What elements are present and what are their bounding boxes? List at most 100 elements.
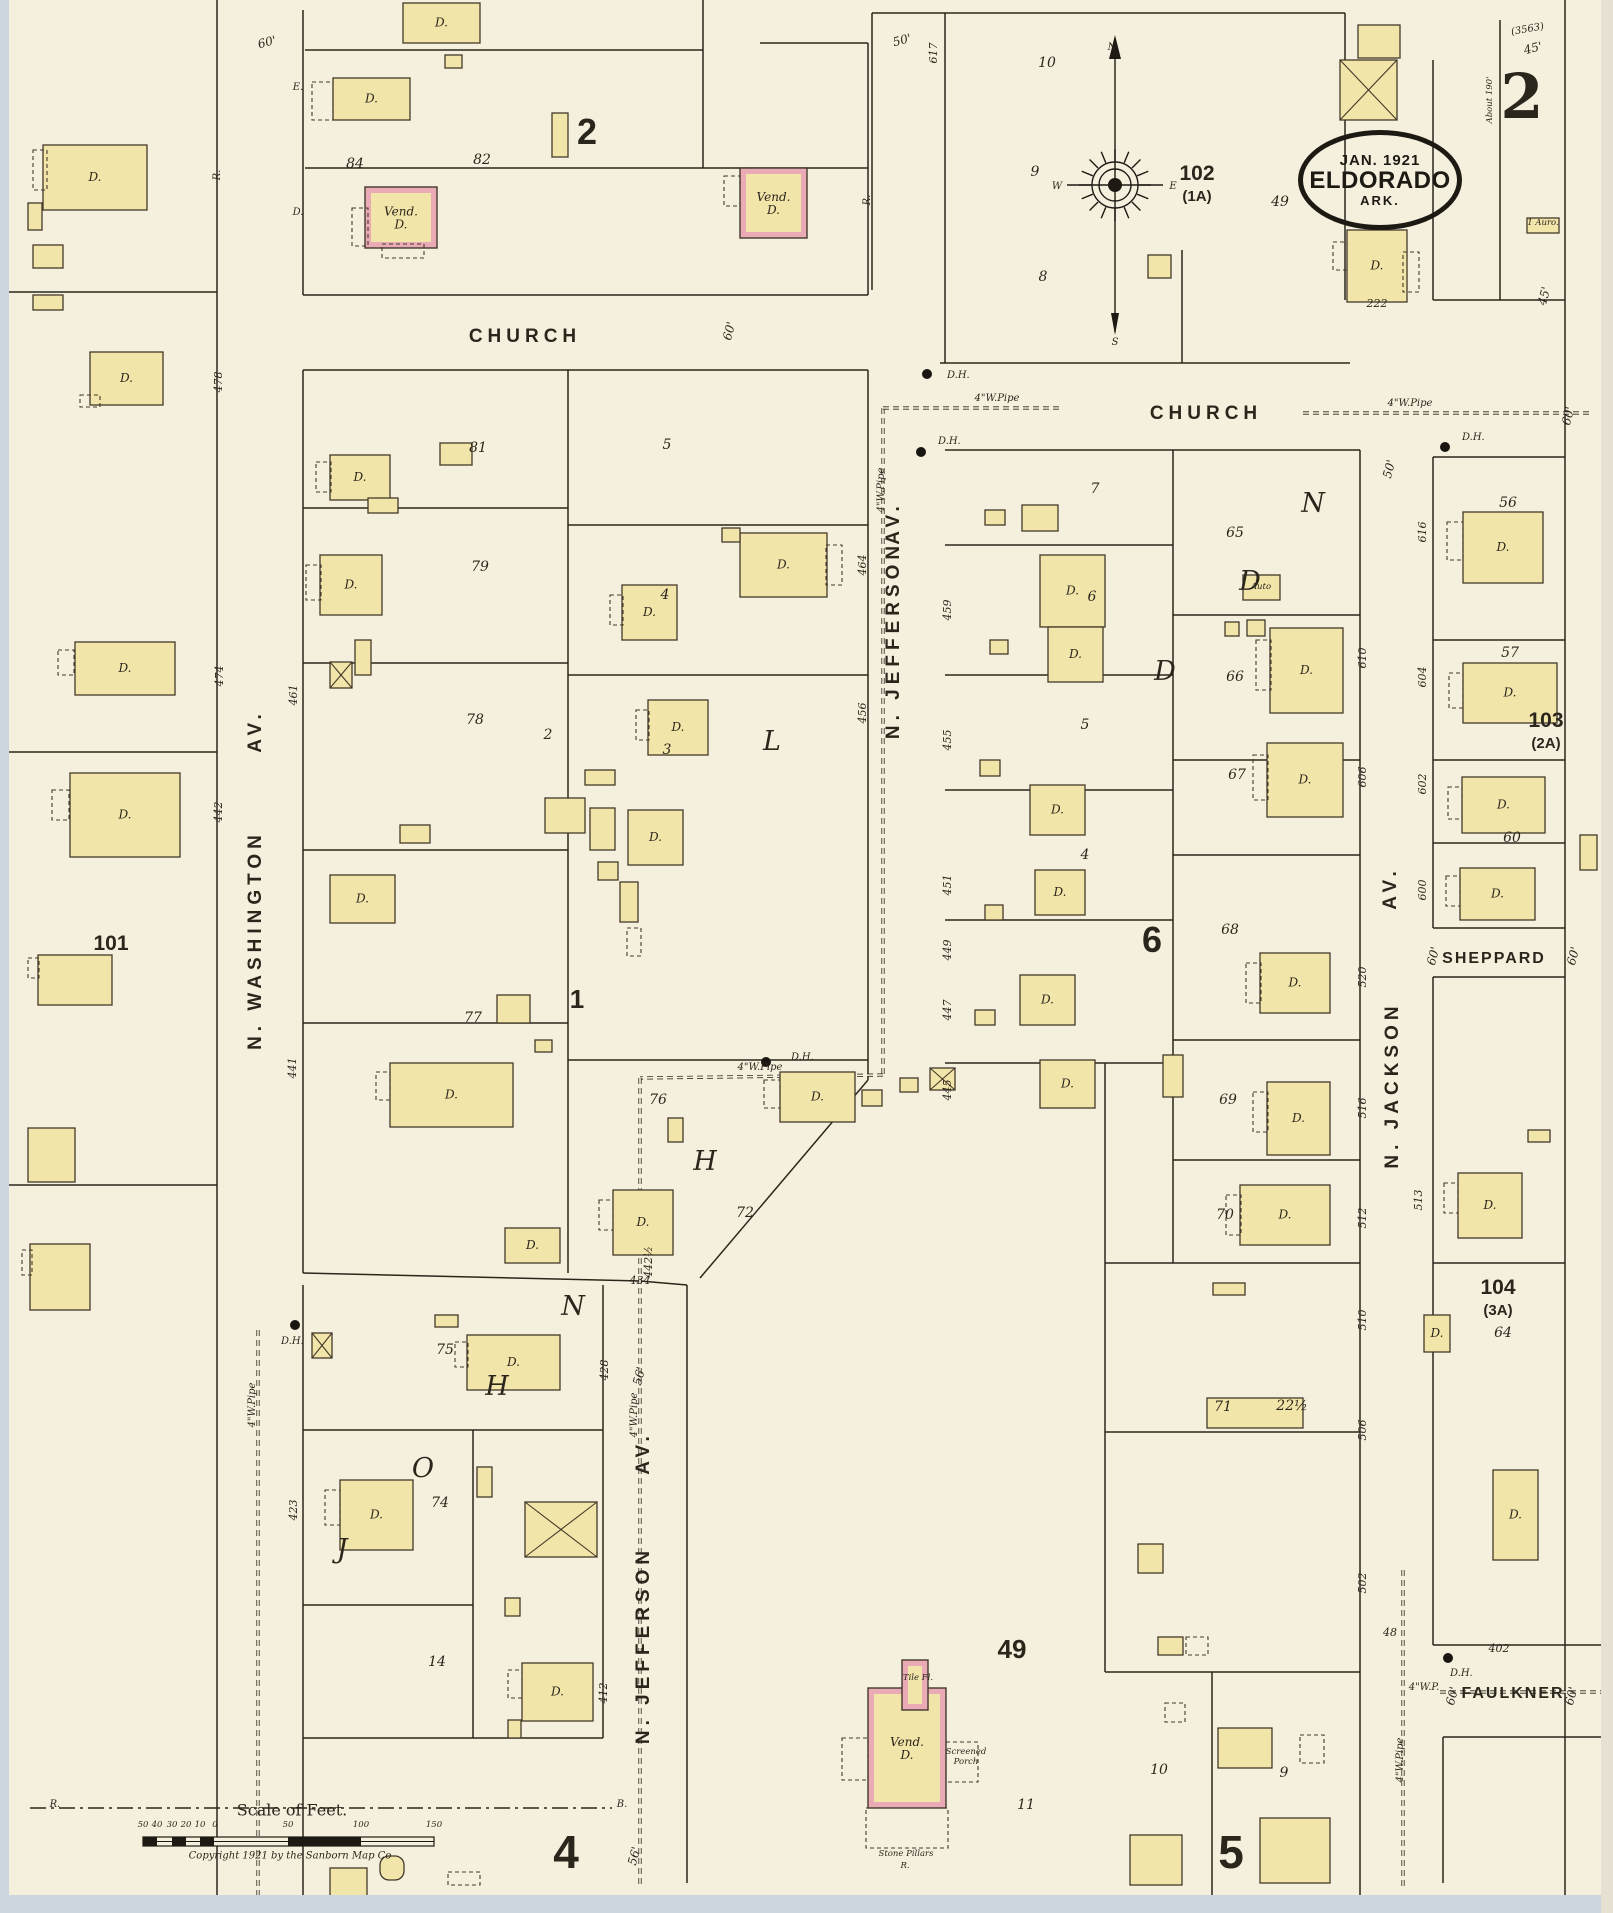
- lot-number: 74: [431, 1495, 449, 1511]
- frame-building: [434, 1314, 459, 1328]
- building-use-label: D.: [117, 808, 131, 822]
- street-name-label: N. JEFFERSON: [633, 1546, 654, 1744]
- frame-building: [1162, 1054, 1184, 1098]
- porch-outline: [57, 649, 75, 676]
- map-note: 4"W.Pipe: [737, 1062, 783, 1073]
- compass-burst-ray: [1131, 201, 1141, 211]
- street-name-label: AV.: [245, 709, 266, 753]
- frame-building: [42, 144, 148, 211]
- fire-hydrant-dot: [1443, 1653, 1453, 1663]
- map-note: 4"W.P.: [1408, 1682, 1440, 1693]
- section-letter: O: [412, 1453, 434, 1484]
- frame-building: [1242, 574, 1281, 601]
- building-use-label: D.: [343, 578, 357, 592]
- building-use-label: D.: [810, 1090, 824, 1104]
- street-name-label: N. JACKSON: [1382, 1001, 1403, 1168]
- house-number: 616: [1416, 522, 1429, 543]
- building-use-label: D.: [648, 830, 662, 844]
- street-width-note: 60': [1424, 945, 1442, 967]
- building-use-label: D.: [1060, 1077, 1074, 1091]
- lot-number: 8: [1039, 269, 1048, 285]
- scan-edge-left: [0, 0, 9, 1913]
- street-width-note: 60': [1564, 945, 1582, 967]
- frame-building: [597, 861, 619, 881]
- building-use-label: D.: [1065, 584, 1079, 598]
- building-use-label: D.: [550, 1685, 564, 1699]
- street-name-label: FAULKNER: [1461, 1685, 1564, 1702]
- porch-outline: [311, 81, 334, 121]
- block-reference: 102: [1179, 162, 1214, 185]
- porch-outline: [825, 544, 843, 586]
- porch-outline: [1245, 962, 1262, 1004]
- frame-building: [1357, 24, 1401, 59]
- house-number: 602: [1416, 774, 1429, 795]
- block-number: 6: [1142, 919, 1162, 960]
- house-number: 610: [1356, 648, 1369, 669]
- lot-number: 79: [471, 559, 489, 575]
- lot-number: 10: [1150, 1762, 1168, 1778]
- frame-building: [1246, 619, 1266, 637]
- street-name-label: AV.: [633, 1431, 654, 1475]
- block-reference: 103: [1528, 709, 1563, 732]
- frame-building: [27, 202, 43, 231]
- building-use-label: D.: [670, 720, 684, 734]
- street-name-label: SHEPPARD: [1442, 950, 1546, 967]
- map-note-tiny: About 190': [1485, 77, 1495, 125]
- compass-outer-ring: [1091, 161, 1139, 209]
- lot-number: 4: [660, 587, 670, 603]
- scale-tick-label: 30: [167, 1820, 178, 1830]
- lot-number: 77: [464, 1010, 482, 1026]
- porch-outline: [79, 394, 101, 408]
- copyright-note: Copyright 1921 by the Sanborn Map Co: [188, 1850, 392, 1862]
- house-number: 513: [1412, 1190, 1425, 1211]
- fire-hydrant-label: D.H.: [946, 370, 970, 381]
- frame-building: [861, 1089, 883, 1107]
- compass-letter: W: [1052, 181, 1063, 192]
- street-width-note: 56': [625, 1845, 643, 1867]
- scale-tick-label: 150: [426, 1820, 443, 1830]
- frame-building: [619, 881, 639, 923]
- street-width-note: 60': [1559, 405, 1577, 427]
- block-number: 2: [577, 111, 597, 152]
- frame-building: [1021, 504, 1059, 532]
- lot-number: 78: [466, 712, 484, 728]
- porch-outline: [454, 1341, 469, 1368]
- porch-outline: [32, 149, 48, 191]
- frame-building: [329, 874, 396, 924]
- lot-number: 84: [346, 156, 364, 172]
- porch-outline: [315, 461, 332, 493]
- street-name-label: AV.: [883, 501, 904, 545]
- building-use-label: D.: [642, 605, 656, 619]
- house-number: 428: [598, 1360, 611, 1382]
- lot-number: 9: [1031, 164, 1040, 180]
- frame-building: [1462, 511, 1544, 584]
- building-use-label: D.: [117, 661, 131, 675]
- frame-building: [354, 639, 372, 676]
- compass-burst-ray: [1136, 170, 1149, 177]
- porch-outline: [865, 1807, 949, 1849]
- porch-outline: [27, 957, 40, 979]
- brick-building-core: [371, 193, 431, 242]
- lot-number: 67: [1228, 767, 1246, 783]
- fire-hydrant-dot: [290, 1320, 300, 1330]
- frame-building: [1019, 974, 1076, 1026]
- street-width-note: 60': [720, 320, 738, 342]
- block-boundary-line: [639, 1280, 688, 1286]
- scale-tick-label: 10: [195, 1820, 206, 1830]
- map-note-tiny: Auto: [1250, 582, 1271, 592]
- house-number: 442: [212, 802, 225, 824]
- building-use-label: D.: [1482, 1198, 1496, 1212]
- lot-number: 82: [473, 152, 491, 168]
- frame-building: [29, 1243, 91, 1311]
- map-note: 4"W.Pipe: [974, 393, 1020, 404]
- section-letter: D: [1238, 566, 1261, 597]
- map-note-tiny: 1 Auro.: [1527, 218, 1558, 228]
- section-letter: N: [560, 1291, 586, 1322]
- house-number: 442½: [642, 1246, 655, 1279]
- porch-outline: [723, 175, 741, 207]
- building-use-label: D.: [776, 558, 790, 572]
- frame-building: [984, 904, 1004, 921]
- lot-number: 5: [1081, 717, 1090, 733]
- building-use-label: D.: [1297, 773, 1311, 787]
- building-use-label: D.: [506, 1355, 520, 1369]
